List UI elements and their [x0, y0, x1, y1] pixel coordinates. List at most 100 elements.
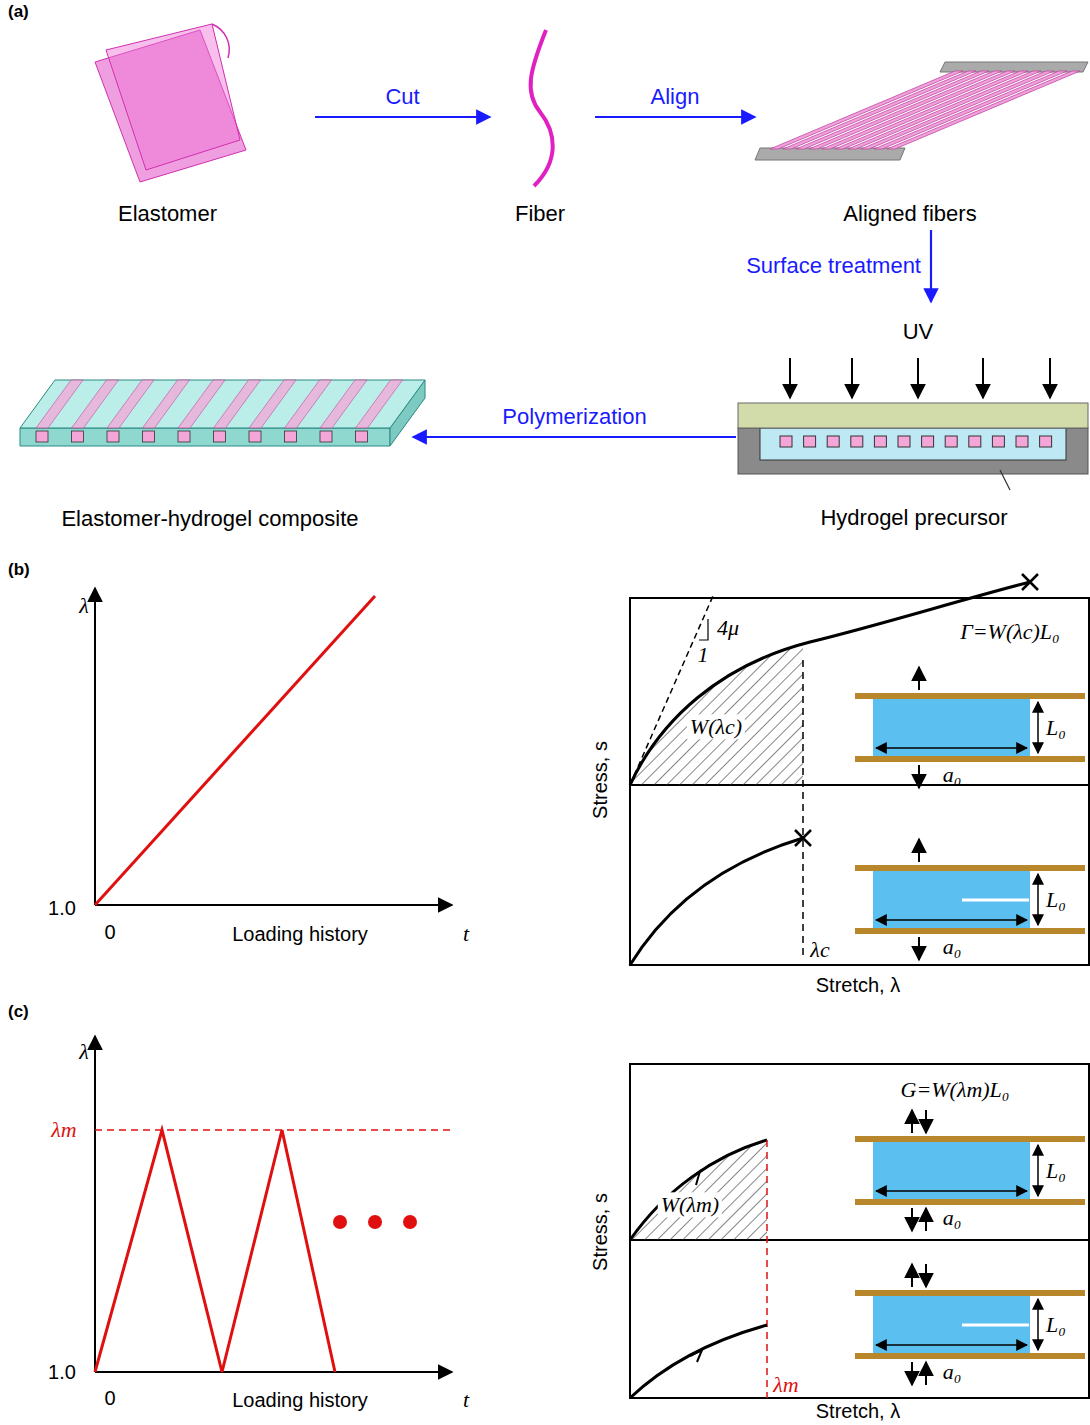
- drawn-polygon: [20, 428, 390, 446]
- fiber-section: [143, 431, 155, 442]
- fiber-section: [780, 436, 792, 447]
- drawn-path: [1000, 470, 1010, 490]
- fiber-section: [945, 436, 957, 447]
- figure-label: Stretch, λ: [816, 1400, 900, 1423]
- load-arrow: [925, 1110, 927, 1133]
- clamp-plate: [855, 693, 1085, 699]
- process-step: Aligned fibers: [760, 40, 1060, 227]
- fiber-section: [72, 431, 84, 442]
- drawn-rect: [738, 428, 1088, 474]
- drawn-path: [630, 838, 803, 965]
- step-caption: Aligned fibers: [843, 201, 976, 227]
- process-step: Elastomer-hydrogel composite: [15, 370, 405, 532]
- drawn-line: [95, 1371, 452, 1373]
- clamp-plate: [855, 1353, 1085, 1359]
- drawn-line: [95, 596, 375, 905]
- load-arrow: [911, 1208, 913, 1231]
- figure-label: W(λm): [658, 1192, 722, 1217]
- figure-label: 1.0: [48, 1361, 76, 1384]
- fiber-section: [969, 436, 981, 447]
- dimension-arrow: [876, 1344, 1027, 1346]
- arrow-label: Cut: [385, 84, 419, 109]
- fiber-section: [36, 431, 48, 442]
- panel-label: (c): [8, 1002, 29, 1022]
- figure-label: λm: [51, 1117, 76, 1142]
- aligned-fiber: [796, 71, 989, 149]
- arrow-label: Align: [651, 84, 700, 109]
- clamp-plate: [855, 756, 1085, 762]
- drawn-line: [95, 904, 452, 906]
- figure-label: 1: [698, 642, 709, 667]
- drawn-polyline: [95, 1130, 335, 1372]
- aligned-fiber: [874, 71, 1067, 149]
- fiber-section: [107, 431, 119, 442]
- hydrogel-specimen: [873, 1142, 1030, 1199]
- fiber-section: [320, 431, 332, 442]
- load-arrow: [911, 1110, 913, 1133]
- figure-label: a₀: [943, 1205, 962, 1230]
- figure-label: G=W(λm)L₀: [900, 1077, 1009, 1102]
- embedded-fiber: [143, 380, 190, 428]
- process-arrow: [315, 116, 490, 118]
- fiber-section: [827, 436, 839, 447]
- load-arrow: [918, 765, 920, 788]
- figure-label: 4μ: [717, 615, 739, 640]
- figure-label: L₀: [1046, 715, 1066, 740]
- fiber-section: [992, 436, 1004, 447]
- drawn-g: [780, 436, 1052, 447]
- process-arrow: [595, 116, 755, 118]
- load-arrow: [925, 1264, 927, 1287]
- drawn-circle: [403, 1215, 417, 1229]
- drawn-rect: [630, 1064, 1089, 1398]
- figure-label: L₀: [1046, 1312, 1066, 1337]
- figure-label: Stretch, λ: [816, 974, 900, 997]
- hydrogel-specimen: [873, 871, 1030, 928]
- dimension-arrow: [876, 1190, 1027, 1192]
- drawn-line: [630, 784, 1089, 786]
- figure-label: L₀: [1046, 1158, 1066, 1183]
- fiber-section: [356, 431, 368, 442]
- figure-label: Loading history: [232, 923, 368, 946]
- dimension-arrow: [876, 747, 1027, 749]
- fiber-section: [1040, 436, 1052, 447]
- dimension-arrow: [876, 919, 1027, 921]
- drawn-line: [982, 358, 984, 398]
- embedded-fiber: [72, 380, 119, 428]
- figure-label: 0: [104, 921, 115, 944]
- process-step: Fiber: [500, 25, 580, 227]
- drawn-line: [94, 588, 96, 905]
- drawn-line: [630, 596, 713, 785]
- figure-label: t: [463, 1387, 469, 1412]
- drawn-rect: [630, 598, 1089, 965]
- drawn-g: [770, 71, 1080, 149]
- drawn-g: [790, 358, 1050, 398]
- embedded-fiber: [356, 380, 403, 428]
- aligned-fiber: [783, 71, 976, 149]
- aligned-fiber: [848, 71, 1041, 149]
- fiber-section: [898, 436, 910, 447]
- clamp-plate: [855, 1136, 1085, 1142]
- figure-label: λc: [810, 937, 829, 962]
- drawn-path: [690, 1350, 702, 1362]
- drawn-line: [95, 1129, 450, 1131]
- figure-label: Stress, s: [589, 741, 612, 819]
- figure-label: a₀: [943, 762, 962, 787]
- drawn-circle: [368, 1215, 382, 1229]
- load-arrow: [918, 937, 920, 960]
- figure-label: Γ=W(λc)L₀: [960, 619, 1060, 644]
- load-arrow: [911, 1264, 913, 1287]
- load-arrow: [918, 667, 920, 690]
- drawn-rect: [760, 428, 1066, 460]
- load-arrow: [911, 1362, 913, 1385]
- drawn-line: [789, 358, 791, 398]
- dimension-arrow: [1037, 702, 1039, 753]
- fiber-section: [851, 436, 863, 447]
- step-caption: Hydrogel precursor: [820, 505, 1007, 531]
- clamp-plate: [855, 928, 1085, 934]
- drawn-path: [699, 619, 708, 640]
- figure-label: a₀: [943, 934, 962, 959]
- drawn-polygon: [20, 380, 425, 428]
- drawn-polygon: [390, 380, 425, 446]
- dimension-arrow: [1037, 1299, 1039, 1350]
